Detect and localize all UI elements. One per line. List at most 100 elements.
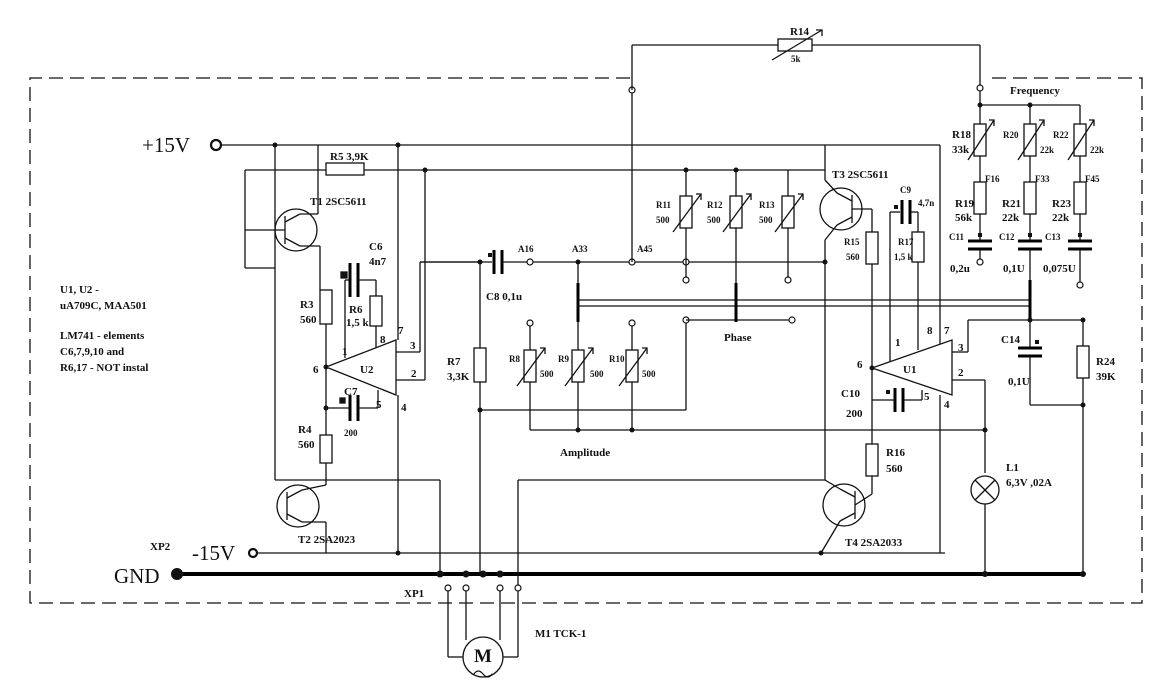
- r4-name: R4: [298, 424, 312, 436]
- resistor-r4: [319, 434, 333, 464]
- f16-label: F16: [985, 174, 1000, 184]
- c8-label: C8 0,1u: [486, 291, 522, 303]
- note-line-3: LM741 - elements: [60, 330, 145, 342]
- vminus-terminal[interactable]: [247, 547, 259, 559]
- t2-label: T2 2SA2023: [298, 534, 356, 546]
- pot-r12: [729, 195, 743, 229]
- resistor-r19: [973, 181, 987, 215]
- u2-pin1: 1: [342, 346, 348, 358]
- u1-pin1: 1: [895, 337, 901, 349]
- l1-name: L1: [1006, 462, 1019, 474]
- r14-value: 5k: [791, 54, 801, 64]
- r10-name: R10: [609, 354, 625, 364]
- r7-name: R7: [447, 356, 461, 368]
- vplus-label: +15V: [142, 133, 190, 157]
- notes-block: U1, U2 - uA709C, MAA501 LM741 - elements…: [60, 284, 148, 374]
- t1-label: T1 2SC5611: [310, 196, 367, 208]
- r18-name: R18: [952, 129, 971, 141]
- middle-network: [420, 29, 1032, 574]
- c14-name: C14: [1001, 334, 1020, 346]
- r19-value: 56k: [955, 212, 973, 224]
- vplus-terminal[interactable]: [209, 138, 223, 152]
- r23-name: R23: [1052, 198, 1071, 210]
- opamp-u1: [870, 339, 953, 396]
- r17-name: R17: [898, 237, 914, 247]
- capacitor-c12: [1028, 233, 1032, 237]
- xp1-pin-1[interactable]: [444, 584, 452, 592]
- transistor-t2: [276, 484, 320, 528]
- r22-value: 22k: [1090, 145, 1104, 155]
- pot-r20: [1023, 123, 1037, 157]
- u1-pin5: 5: [924, 391, 930, 403]
- resistor-r5: [325, 162, 365, 176]
- r11-name: R11: [656, 200, 672, 210]
- r24-name: R24: [1096, 356, 1115, 368]
- capacitor-c9: [894, 205, 898, 209]
- c14-value: 0,1U: [1008, 376, 1030, 388]
- note-line-4: C6,7,9,10 and: [60, 346, 124, 358]
- capacitor-c6: [340, 271, 348, 279]
- c13-value: 0,075U: [1043, 263, 1076, 275]
- c6-value: 4n7: [369, 256, 387, 268]
- xp1-label: XP1: [404, 588, 424, 600]
- c12-value: 0,1U: [1003, 263, 1025, 275]
- u2-pin5: 5: [376, 399, 382, 411]
- pot-r14: [777, 38, 813, 52]
- xp1-pin-2[interactable]: [462, 584, 470, 592]
- r6-value: 1,5 k: [346, 317, 370, 329]
- pot-r11: [679, 195, 693, 229]
- r12-value: 500: [707, 215, 721, 225]
- gnd-terminal[interactable]: [171, 568, 183, 580]
- r21-value: 22k: [1002, 212, 1020, 224]
- r10-value: 500: [642, 369, 656, 379]
- phase-label: Phase: [724, 332, 752, 344]
- capacitor-c14: [1035, 340, 1039, 344]
- u2-label: U2: [360, 364, 374, 376]
- r12-name: R12: [707, 200, 723, 210]
- note-line-5: R6,17 - NOT instal: [60, 362, 148, 374]
- c7-name: C7: [344, 386, 358, 398]
- u1-pin8: 8: [927, 325, 933, 337]
- pot-r13: [781, 195, 795, 229]
- motor-connector: [444, 584, 522, 678]
- capacitor-c11: [978, 233, 982, 237]
- r16-name: R16: [886, 447, 905, 459]
- r22-name: R22: [1053, 130, 1069, 140]
- a16-label: A16: [518, 244, 534, 254]
- r20-value: 22k: [1040, 145, 1054, 155]
- u1-pin3: 3: [958, 342, 964, 354]
- u1-pin7: 7: [944, 325, 950, 337]
- note-line-1: U1, U2 -: [60, 284, 99, 296]
- resistor-r21: [1023, 181, 1037, 215]
- u1-stage: [517, 179, 1090, 588]
- r9-value: 500: [590, 369, 604, 379]
- r3-value: 560: [300, 314, 317, 326]
- power-rails: [171, 138, 1086, 580]
- u2-pin7: 7: [398, 325, 404, 337]
- u2-pin3: 3: [410, 340, 416, 352]
- board-outline: [29, 77, 1143, 604]
- resistor-r3: [319, 289, 333, 325]
- pot-r9: [571, 349, 585, 383]
- c6-name: C6: [369, 241, 383, 253]
- resistor-r7: [473, 347, 487, 383]
- frequency-network: [967, 91, 1095, 289]
- xp1-pin-3[interactable]: [496, 584, 504, 592]
- r7-value: 3,3K: [447, 371, 470, 383]
- pot-r10: [625, 349, 639, 383]
- motor-symbol: M: [474, 646, 492, 667]
- r23-value: 22k: [1052, 212, 1070, 224]
- opamp-u2: [324, 339, 397, 396]
- xp1-pin-4[interactable]: [514, 584, 522, 592]
- c10-value: 200: [846, 408, 863, 420]
- capacitor-c10: [886, 390, 890, 394]
- r13-value: 500: [759, 215, 773, 225]
- resistor-r15: [865, 231, 879, 265]
- note-line-2: uA709C, MAA501: [60, 300, 147, 312]
- u2-pin4: 4: [401, 402, 407, 414]
- c10-name: C10: [841, 388, 860, 400]
- r14-name: R14: [790, 26, 809, 38]
- u2-pin2: 2: [411, 368, 417, 380]
- l1-value: 6,3V ,02A: [1006, 477, 1052, 489]
